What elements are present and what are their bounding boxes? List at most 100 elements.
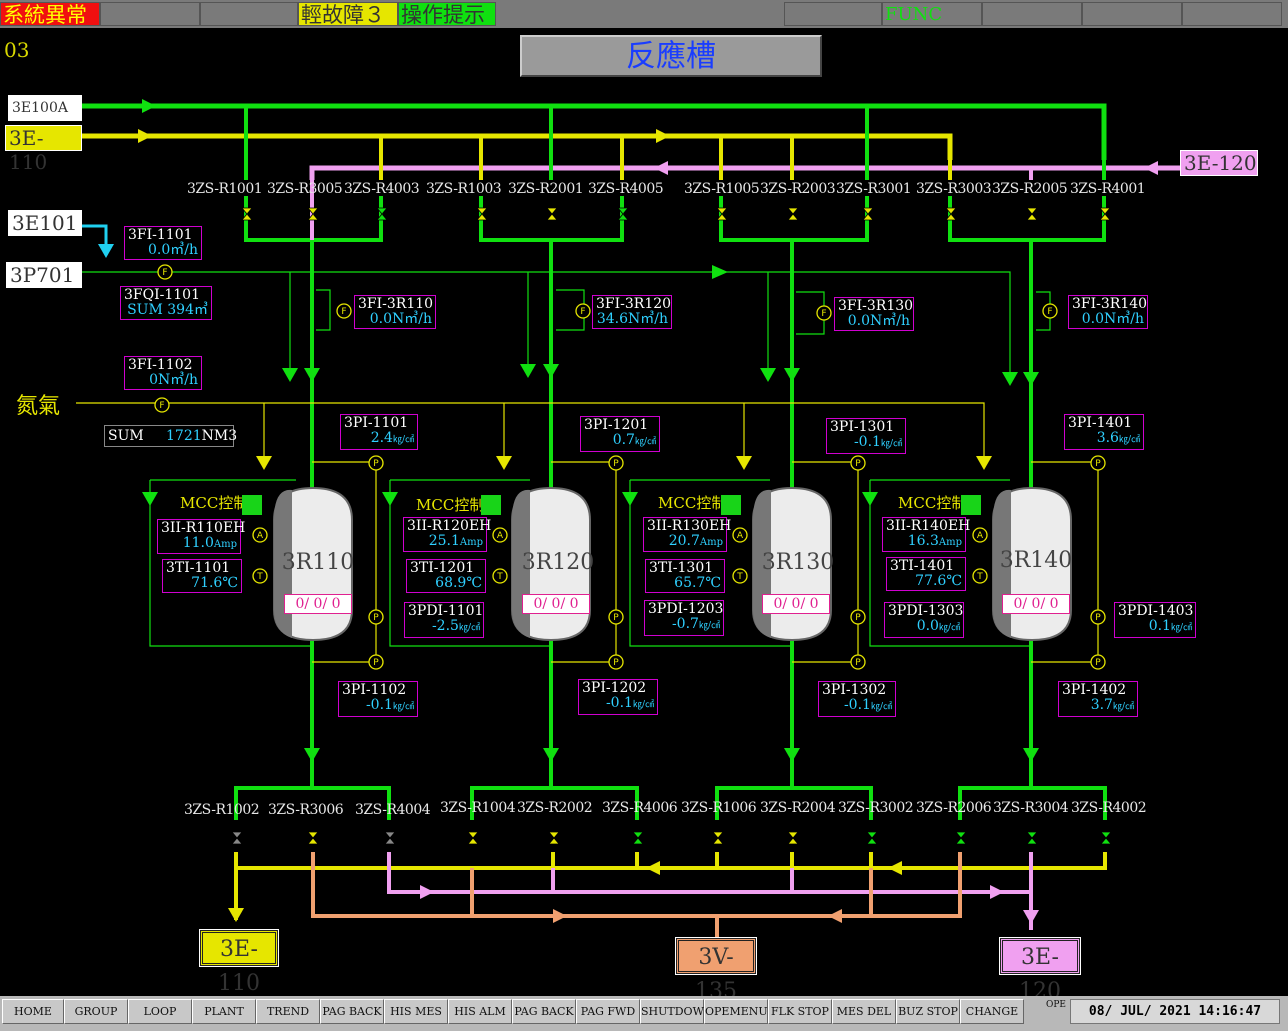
buzzer-stop-button[interactable]: BUZ STOP <box>896 999 960 1024</box>
valve-label[interactable]: 3ZS-R1003 <box>426 181 502 197</box>
reactor-status-box[interactable]: 0/ 0/ 0 <box>522 594 590 614</box>
yellow-header-pipe <box>82 133 953 160</box>
valve-label[interactable]: 3ZS-R3006 <box>268 802 344 818</box>
ope-indicator[interactable]: OPE <box>1046 1000 1067 1010</box>
trend-button[interactable]: TREND <box>256 999 320 1024</box>
shutdown-button[interactable]: SHUTDOWN <box>640 999 714 1024</box>
svg-text:T: T <box>736 572 743 582</box>
instrument-3fi-3r140[interactable]: 3FI-3R140 0.0N㎥/h <box>1068 295 1148 329</box>
page-forward-button[interactable]: PAG FWD <box>576 999 640 1024</box>
valve-label[interactable]: 3ZS-R4004 <box>355 802 431 818</box>
destination-3v135[interactable]: 3V-135 <box>675 937 757 1004</box>
instrument-pressure-top[interactable]: 3PI-1201 0.7㎏/㎠ <box>580 416 660 452</box>
instrument-amp[interactable]: 3II-R110EH 11.0Amp <box>157 519 245 554</box>
minor-fault-indicator[interactable]: 輕故障３ <box>298 2 398 26</box>
valve-label[interactable]: 3ZS-R4005 <box>588 181 664 197</box>
source-3e120[interactable]: 3E-120 <box>1180 150 1258 176</box>
source-3e100a[interactable]: 3E100A <box>8 95 82 121</box>
valve-label[interactable]: 3ZS-R2006 <box>916 800 992 816</box>
valve-label[interactable]: 3ZS-R2004 <box>760 800 836 816</box>
home-button[interactable]: HOME <box>2 999 64 1024</box>
svg-text:P: P <box>1095 613 1101 623</box>
history-message-button[interactable]: HIS MES <box>384 999 448 1024</box>
valve-label[interactable]: 3ZS-R2002 <box>517 800 593 816</box>
source-3e101[interactable]: 3E101 <box>8 210 82 236</box>
func-indicator[interactable]: FUNC <box>882 2 982 26</box>
instrument-pressure-top[interactable]: 3PI-1101 2.4㎏/㎠ <box>340 414 418 450</box>
valve-label[interactable]: 3ZS-R3003 <box>916 181 992 197</box>
instrument-temp[interactable]: 3TI-1201 68.9℃ <box>406 559 486 593</box>
valve-label[interactable]: 3ZS-R4003 <box>344 181 420 197</box>
valve-label[interactable]: 3ZS-R4002 <box>1071 800 1147 816</box>
change-button[interactable]: CHANGE <box>960 999 1024 1024</box>
plant-button[interactable]: PLANT <box>192 999 256 1024</box>
valve-label[interactable]: 3ZS-R2001 <box>508 181 584 197</box>
instrument-dp[interactable]: 3PDI-1303 0.0㎏/㎠ <box>884 602 964 638</box>
instrument-amp[interactable]: 3II-R140EH 16.3Amp <box>882 517 970 552</box>
message-delete-button[interactable]: MES DEL <box>832 999 896 1024</box>
instrument-3fi-1102[interactable]: 3FI-1102 0N㎥/h <box>124 356 202 390</box>
valve-label[interactable]: 3ZS-R1002 <box>184 802 260 818</box>
alarm-slot-empty <box>784 2 882 26</box>
instrument-3fqi-1101[interactable]: 3FQI-1101 SUM 394㎥ <box>120 286 212 320</box>
valve-label[interactable]: 3ZS-R2003 <box>760 181 836 197</box>
instrument-dp[interactable]: 3PDI-1203 -0.7㎏/㎠ <box>644 600 724 636</box>
mcc-status-indicator[interactable] <box>481 495 501 515</box>
svg-text:P: P <box>373 459 379 469</box>
flicker-stop-button[interactable]: FLK STOP <box>768 999 832 1024</box>
instrument-pressure-bottom[interactable]: 3PI-1202 -0.1㎏/㎠ <box>578 679 658 715</box>
instrument-temp[interactable]: 3TI-1401 77.6℃ <box>886 557 966 591</box>
reactor-status-box[interactable]: 0/ 0/ 0 <box>762 594 830 614</box>
valve-label[interactable]: 3ZS-R1001 <box>187 181 263 197</box>
page-back-button-2[interactable]: PAG BACK <box>512 999 576 1024</box>
mcc-control-label: MCC控制 <box>898 494 967 512</box>
instrument-3fi-3r120[interactable]: 3FI-3R120 34.6N㎥/h <box>592 295 672 329</box>
svg-text:P: P <box>373 658 379 668</box>
instrument-pressure-top[interactable]: 3PI-1301 -0.1㎏/㎠ <box>826 418 906 454</box>
instrument-pressure-bottom[interactable]: 3PI-1302 -0.1㎏/㎠ <box>818 681 896 717</box>
valve-label[interactable]: 3ZS-R3001 <box>836 181 912 197</box>
instrument-temp[interactable]: 3TI-1301 65.7℃ <box>645 559 725 593</box>
system-alarm-indicator[interactable]: 系統異常 <box>0 2 100 26</box>
valve-label[interactable]: 3ZS-R1006 <box>681 800 757 816</box>
operation-hint-indicator[interactable]: 操作提示 <box>398 2 496 26</box>
svg-text:F: F <box>159 401 164 411</box>
instrument-3fi-3r130[interactable]: 3FI-3R130 0.0N㎥/h <box>834 297 914 331</box>
source-3p701[interactable]: 3P701 <box>6 262 82 288</box>
instrument-3fi-3r110[interactable]: 3FI-3R110 0.0N㎥/h <box>354 295 436 329</box>
group-button[interactable]: GROUP <box>64 999 128 1024</box>
instrument-pressure-bottom[interactable]: 3PI-1402 3.7㎏/㎠ <box>1058 681 1138 717</box>
valve-label[interactable]: 3ZS-R3005 <box>267 181 343 197</box>
instrument-amp[interactable]: 3II-R130EH 20.7Amp <box>643 517 731 552</box>
reactor-status-box[interactable]: 0/ 0/ 0 <box>1002 594 1070 614</box>
instrument-pressure-bottom[interactable]: 3PI-1102 -0.1㎏/㎠ <box>338 681 418 717</box>
destination-3e110[interactable]: 3E-110 <box>199 929 279 996</box>
loop-button[interactable]: LOOP <box>128 999 192 1024</box>
svg-text:P: P <box>855 459 861 469</box>
valve-label[interactable]: 3ZS-R1005 <box>684 181 760 197</box>
reactor-status-box[interactable]: 0/ 0/ 0 <box>284 594 352 614</box>
valve-label[interactable]: 3ZS-R3002 <box>838 800 914 816</box>
valve-label[interactable]: 3ZS-R3004 <box>993 800 1069 816</box>
instrument-dp[interactable]: 3PDI-1101 -2.5㎏/㎠ <box>404 602 484 638</box>
mcc-status-indicator[interactable] <box>961 495 981 515</box>
valve-label[interactable]: 3ZS-R1004 <box>440 800 516 816</box>
operation-menu-button[interactable]: OPEMENU <box>704 999 768 1024</box>
valve-label[interactable]: 3ZS-R2005 <box>992 181 1068 197</box>
page-back-button[interactable]: PAG BACK <box>320 999 384 1024</box>
instrument-3fi-1101[interactable]: 3FI-1101 0.0㎥/h <box>124 226 202 260</box>
mcc-status-indicator[interactable] <box>721 495 741 515</box>
valve-label[interactable]: 3ZS-R4006 <box>602 800 678 816</box>
nitrogen-label: 氮氣 <box>16 394 61 419</box>
history-alarm-button[interactable]: HIS ALM <box>448 999 512 1024</box>
reactor-name: 3R130 <box>761 550 835 575</box>
instrument-pressure-top[interactable]: 3PI-1401 3.6㎏/㎠ <box>1064 414 1144 450</box>
area-code: 03 <box>4 38 30 62</box>
instrument-amp[interactable]: 3II-R120EH 25.1Amp <box>403 517 491 552</box>
destination-3e120[interactable]: 3E-120 <box>999 937 1081 1004</box>
mcc-status-indicator[interactable] <box>242 495 262 515</box>
instrument-temp[interactable]: 3TI-1101 71.6℃ <box>162 559 242 593</box>
source-3e110[interactable]: 3E-110 <box>5 125 82 174</box>
valve-label[interactable]: 3ZS-R4001 <box>1070 181 1146 197</box>
instrument-dp-3pdi-1403[interactable]: 3PDI-1403 0.1㎏/㎠ <box>1114 602 1196 638</box>
